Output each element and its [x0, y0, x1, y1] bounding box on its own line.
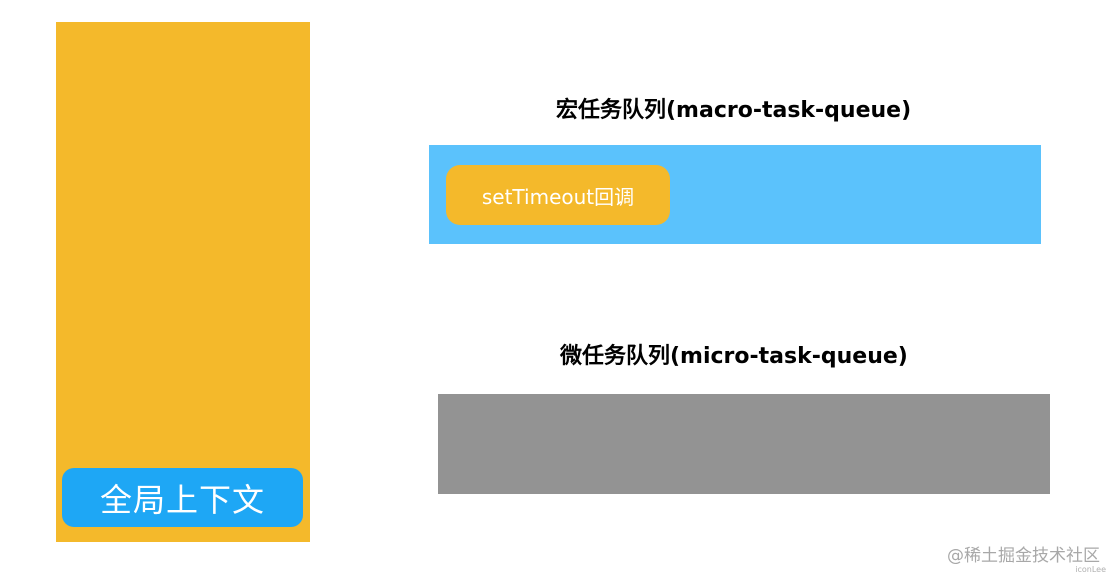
- watermark: @稀土掘金技术社区: [947, 546, 1100, 566]
- call-stack: [56, 22, 310, 542]
- global-context-block: 全局上下文: [62, 468, 303, 527]
- micro-task-queue: [438, 394, 1050, 494]
- micro-task-queue-title: 微任务队列(micro-task-queue): [560, 344, 908, 369]
- watermark-author: iconLee: [1075, 565, 1106, 574]
- settimeout-callback-task: setTimeout回调: [446, 165, 670, 225]
- macro-task-queue-title: 宏任务队列(macro-task-queue): [556, 98, 912, 123]
